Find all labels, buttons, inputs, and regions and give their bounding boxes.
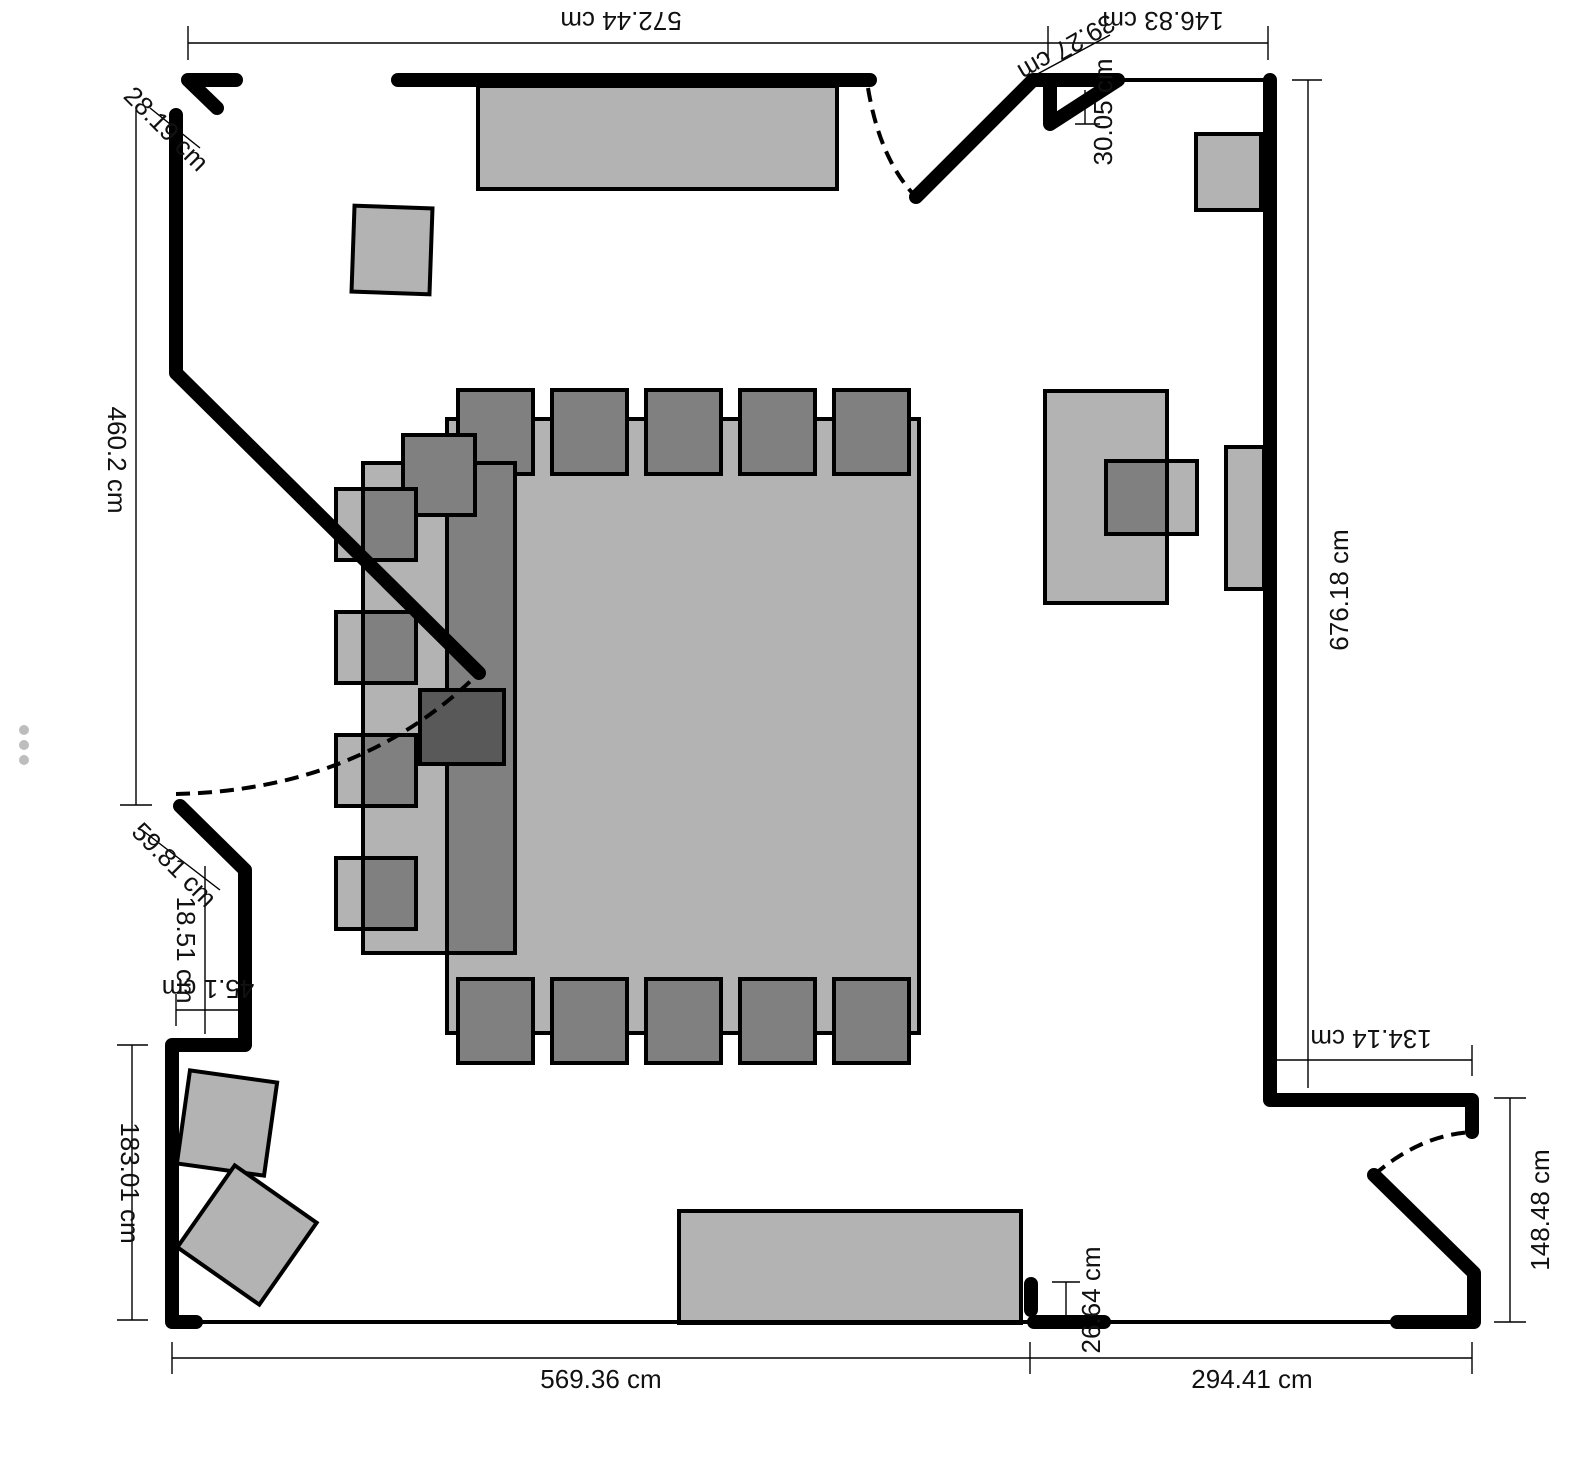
dim-bottom-left: 569.36 cm [540, 1364, 661, 1394]
chair-seat [361, 487, 418, 562]
dim-right-step: 134.14 cm [1310, 1024, 1431, 1054]
chair-seat [361, 733, 418, 808]
dim-bottom-small: 26.64 cm [1076, 1247, 1106, 1354]
menu-dot [19, 740, 29, 750]
dim-bottom-right: 294.41 cm [1191, 1364, 1312, 1394]
chair [456, 388, 535, 476]
chair-seat [361, 610, 418, 685]
dimension-lines [117, 26, 1526, 1374]
dim-right-total: 676.18 cm [1324, 529, 1354, 650]
chair [738, 977, 817, 1065]
chair [644, 977, 723, 1065]
side-table [349, 203, 435, 297]
ottoman [418, 688, 506, 766]
menu-dot [19, 725, 29, 735]
dim-left-lower: 183.01 cm [115, 1122, 145, 1243]
cabinet-top-right [1194, 132, 1263, 212]
dim-top-right: 146.83 cm [1102, 6, 1223, 36]
dim-top-total: 572.44 cm [560, 6, 681, 36]
dim-left-small-vert: 18.51 cm [171, 897, 201, 1004]
chair [832, 977, 911, 1065]
sideboard-bottom [677, 1209, 1023, 1325]
chair [456, 977, 535, 1065]
dim-right-lower: 148.48 cm [1525, 1149, 1555, 1270]
dim-left-small-horiz: 45.1 cm [162, 974, 255, 1004]
menu-dot [19, 755, 29, 765]
sideboard-top [476, 84, 839, 191]
furniture [174, 84, 1266, 1325]
dim-top-right-vert: 30.05 cm [1088, 59, 1118, 166]
chair [550, 388, 629, 476]
chair-seat [361, 856, 418, 931]
armchair [174, 1068, 280, 1178]
walls [165, 73, 1481, 1329]
more-vertical-icon[interactable] [14, 722, 34, 772]
wall-shelf [1224, 445, 1266, 591]
conference-table [445, 417, 921, 1035]
chair [832, 388, 911, 476]
desk-chair-back [1165, 459, 1199, 536]
chair [644, 388, 723, 476]
dim-left-upper: 460.2 cm [102, 407, 132, 514]
desk-chair [1104, 459, 1169, 536]
chair [550, 977, 629, 1065]
door-swings [175, 87, 1473, 1177]
armchair [174, 1162, 320, 1308]
chair [738, 388, 817, 476]
